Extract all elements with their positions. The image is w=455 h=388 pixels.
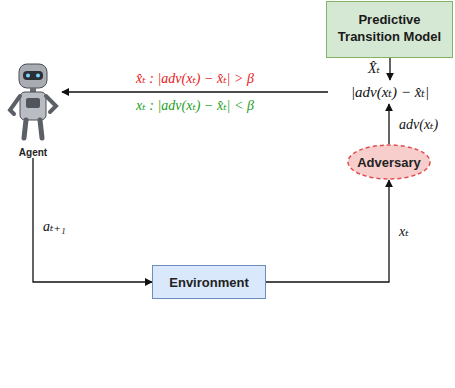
edge-label: aₜ₊₁ xyxy=(41,218,68,235)
environment-box: Environment xyxy=(152,265,266,299)
adversary-ellipse: Adversary xyxy=(347,144,431,180)
condition-label: xₜ : |adv(xₜ) − x̂ₜ| < β xyxy=(134,97,256,114)
agent-node: Agent xyxy=(4,60,62,158)
node-text: Environment xyxy=(169,275,248,290)
transition-model-box: Predictive Transition Model xyxy=(326,1,453,58)
edge-label: X̂ₜ xyxy=(366,60,382,77)
edge-label: adv(xₜ) xyxy=(397,116,440,133)
arrow-connector xyxy=(33,158,152,282)
node-text: Agent xyxy=(19,147,47,158)
node-text: |adv(xₜ) − x̂ₜ| xyxy=(351,83,429,101)
arrow-connector xyxy=(389,58,390,80)
arrow-connector xyxy=(62,91,328,92)
arrow-connector xyxy=(388,104,389,144)
edge-label: x̂ₜ : |adv(xₜ) − x̂ₜ| > β xyxy=(134,70,256,87)
node-text: Adversary xyxy=(357,155,421,170)
difference-check: |adv(xₜ) − x̂ₜ| xyxy=(328,80,452,104)
arrow-connector xyxy=(266,180,389,282)
edge-label: xₜ xyxy=(397,223,411,240)
node-text: Predictive Transition Model xyxy=(327,12,452,46)
robot-illustration xyxy=(4,60,62,158)
